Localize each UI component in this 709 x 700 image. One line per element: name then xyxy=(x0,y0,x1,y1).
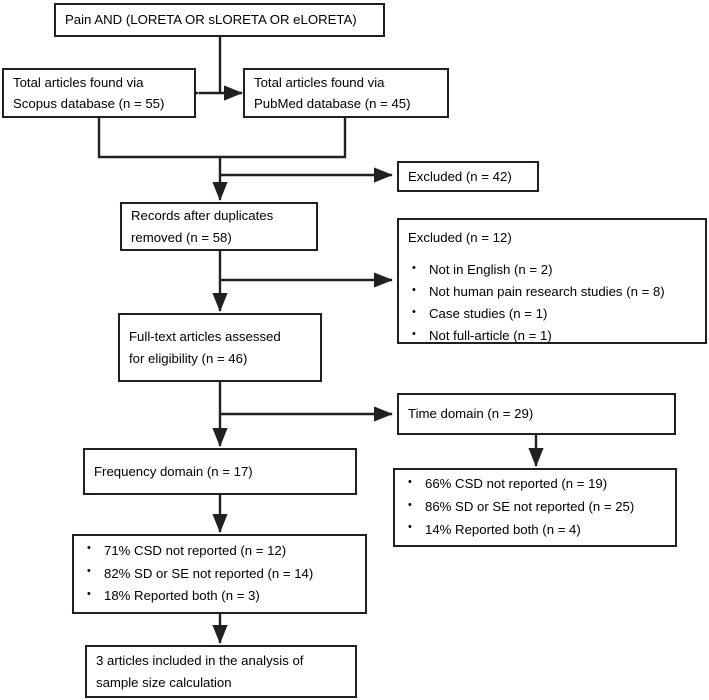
list-item: 14% Reported both (n = 4) xyxy=(408,518,666,542)
node-time-domain: Time domain (n = 29) xyxy=(397,393,676,435)
excluded-42-label: Excluded (n = 42) xyxy=(408,168,512,184)
node-records-after-duplicates: Records after duplicates removed (n = 58… xyxy=(120,202,318,251)
list-item: Not human pain research studies (n = 8) xyxy=(412,281,696,303)
excluded-12-heading: Excluded (n = 12) xyxy=(408,230,512,245)
connector-fulltext-to-frequency xyxy=(212,382,393,447)
node-full-text-assessed: Full-text articles assessed for eligibil… xyxy=(118,313,322,382)
connector-databases-merge xyxy=(97,117,347,201)
node-final-included: 3 articles included in the analysis of s… xyxy=(85,645,357,698)
node-frequency-domain-stats: 71% CSD not reported (n = 12) 82% SD or … xyxy=(72,534,367,614)
node-frequency-domain: Frequency domain (n = 17) xyxy=(83,448,357,495)
excluded-12-reasons-list: Not in English (n = 2) Not human pain re… xyxy=(399,259,705,347)
node-excluded-42: Excluded (n = 42) xyxy=(397,161,539,192)
node-search-query: Pain AND (LORETA OR sLORETA OR eLORETA) xyxy=(54,3,385,37)
frequency-domain-label: Frequency domain (n = 17) xyxy=(94,463,253,479)
connector-query-to-databases xyxy=(180,36,243,101)
records-after-duplicates-label: Records after duplicates removed (n = 58… xyxy=(131,208,274,245)
list-item: 66% CSD not reported (n = 19) xyxy=(408,473,666,496)
time-domain-label: Time domain (n = 29) xyxy=(408,406,534,422)
list-item: Case studies (n = 1) xyxy=(412,303,696,325)
node-pubmed-results: Total articles found via PubMed database… xyxy=(243,68,449,118)
list-item: 71% CSD not reported (n = 12) xyxy=(87,539,356,563)
list-item: 18% Reported both (n = 3) xyxy=(87,585,356,608)
connector-records-to-fulltext xyxy=(212,250,393,312)
full-text-assessed-label: Full-text articles assessed for eligibil… xyxy=(129,329,281,366)
node-time-domain-stats: 66% CSD not reported (n = 19) 86% SD or … xyxy=(393,468,677,547)
frequency-domain-stats-list: 71% CSD not reported (n = 12) 82% SD or … xyxy=(74,539,365,608)
time-domain-stats-list: 66% CSD not reported (n = 19) 86% SD or … xyxy=(395,473,675,541)
list-item: Not full-article (n = 1) xyxy=(412,325,696,347)
final-included-label: 3 articles included in the analysis of s… xyxy=(96,653,304,690)
list-item: 86% SD or SE not reported (n = 25) xyxy=(408,496,666,519)
pubmed-results-label: Total articles found via PubMed database… xyxy=(254,74,411,111)
scopus-results-label: Total articles found via Scopus database… xyxy=(13,74,165,111)
list-item: Not in English (n = 2) xyxy=(412,259,696,281)
search-query-label: Pain AND (LORETA OR sLORETA OR eLORETA) xyxy=(65,12,357,28)
node-scopus-results: Total articles found via Scopus database… xyxy=(2,68,196,118)
list-item: 82% SD or SE not reported (n = 14) xyxy=(87,562,356,586)
node-excluded-12: Excluded (n = 12) Not in English (n = 2)… xyxy=(397,218,707,344)
